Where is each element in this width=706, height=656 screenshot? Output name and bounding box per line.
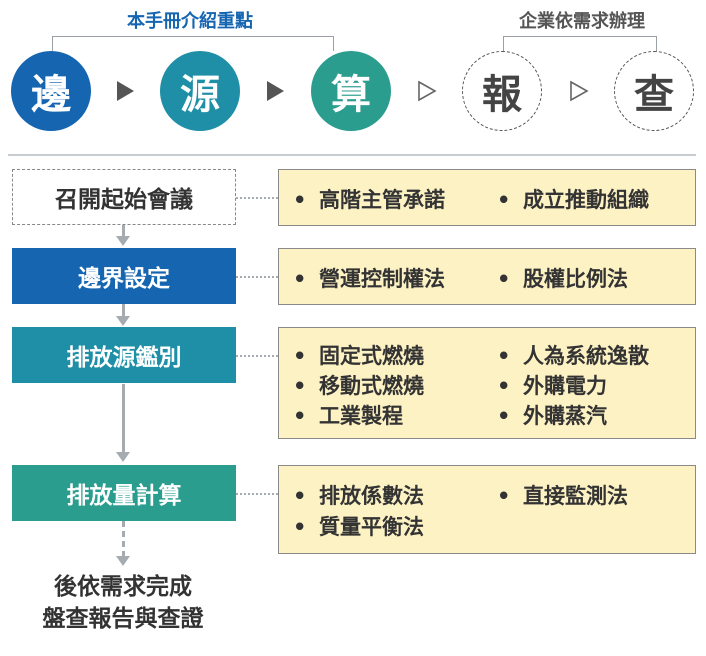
step-source-identification: 排放源鑑別: [12, 327, 236, 383]
flow-arrowhead: [116, 556, 130, 566]
note-item: •外購蒸汽: [497, 404, 607, 428]
final-outcome-text: 後依需求完成 盤查報告與查證: [0, 571, 246, 635]
flow-arrowhead: [116, 236, 130, 246]
note-item: •營運控制權法: [293, 267, 445, 291]
step-boundary-notes: •營運控制權法 •股權比例法: [278, 248, 696, 305]
circle-report: 報: [462, 51, 542, 131]
arrow-right-icon: [117, 81, 134, 101]
note-item: •外購電力: [497, 374, 607, 398]
flow-connector: [122, 304, 125, 318]
focus-bracket-label: 本手冊介紹重點: [127, 11, 253, 32]
arrow-right-outline-icon: [418, 80, 437, 102]
step-emission-calculation: 排放量計算: [12, 465, 236, 521]
step-kickoff-notes: •高階主管承諾 •成立推動組織: [278, 169, 696, 226]
note-item: •股權比例法: [497, 267, 628, 291]
final-outcome-line: 盤查報告與查證: [42, 606, 204, 632]
note-item: •工業製程: [293, 404, 403, 428]
note-item: •人為系統逸散: [497, 344, 649, 368]
dotted-connector: [236, 197, 278, 199]
note-item: •固定式燃燒: [293, 344, 424, 368]
circle-calculate: 算: [311, 51, 391, 131]
flow-connector: [122, 384, 125, 454]
dotted-connector: [236, 493, 278, 495]
optional-bracket-label: 企業依需求辦理: [519, 11, 645, 32]
optional-bracket: [503, 36, 657, 51]
note-item: •移動式燃燒: [293, 374, 424, 398]
step-kickoff-meeting: 召開起始會議: [12, 169, 236, 225]
note-item: •直接監測法: [497, 484, 628, 508]
step-boundary-setting: 邊界設定: [12, 248, 236, 304]
arrow-right-icon: [267, 81, 284, 101]
circle-boundary: 邊: [11, 51, 91, 131]
circle-source: 源: [160, 51, 240, 131]
dotted-connector: [236, 276, 278, 278]
flow-connector: [122, 224, 125, 238]
arrow-right-outline-icon: [570, 80, 589, 102]
divider: [8, 154, 696, 156]
note-item: •排放係數法: [293, 484, 424, 508]
final-outcome-line: 後依需求完成: [54, 574, 192, 600]
step-source-notes: •固定式燃燒 •移動式燃燒 •工業製程 •人為系統逸散 •外購電力 •外購蒸汽: [278, 327, 696, 439]
flow-arrowhead: [116, 316, 130, 326]
flow-connector-dashed: [122, 521, 125, 557]
note-item: •成立推動組織: [497, 188, 649, 212]
note-item: •高階主管承諾: [293, 188, 445, 212]
circle-verify: 查: [614, 51, 694, 131]
flow-arrowhead: [116, 452, 130, 462]
step-calculation-notes: •排放係數法 •質量平衡法 •直接監測法: [278, 465, 696, 554]
dotted-connector: [236, 355, 278, 357]
focus-bracket: [52, 36, 334, 51]
note-item: •質量平衡法: [293, 515, 424, 539]
